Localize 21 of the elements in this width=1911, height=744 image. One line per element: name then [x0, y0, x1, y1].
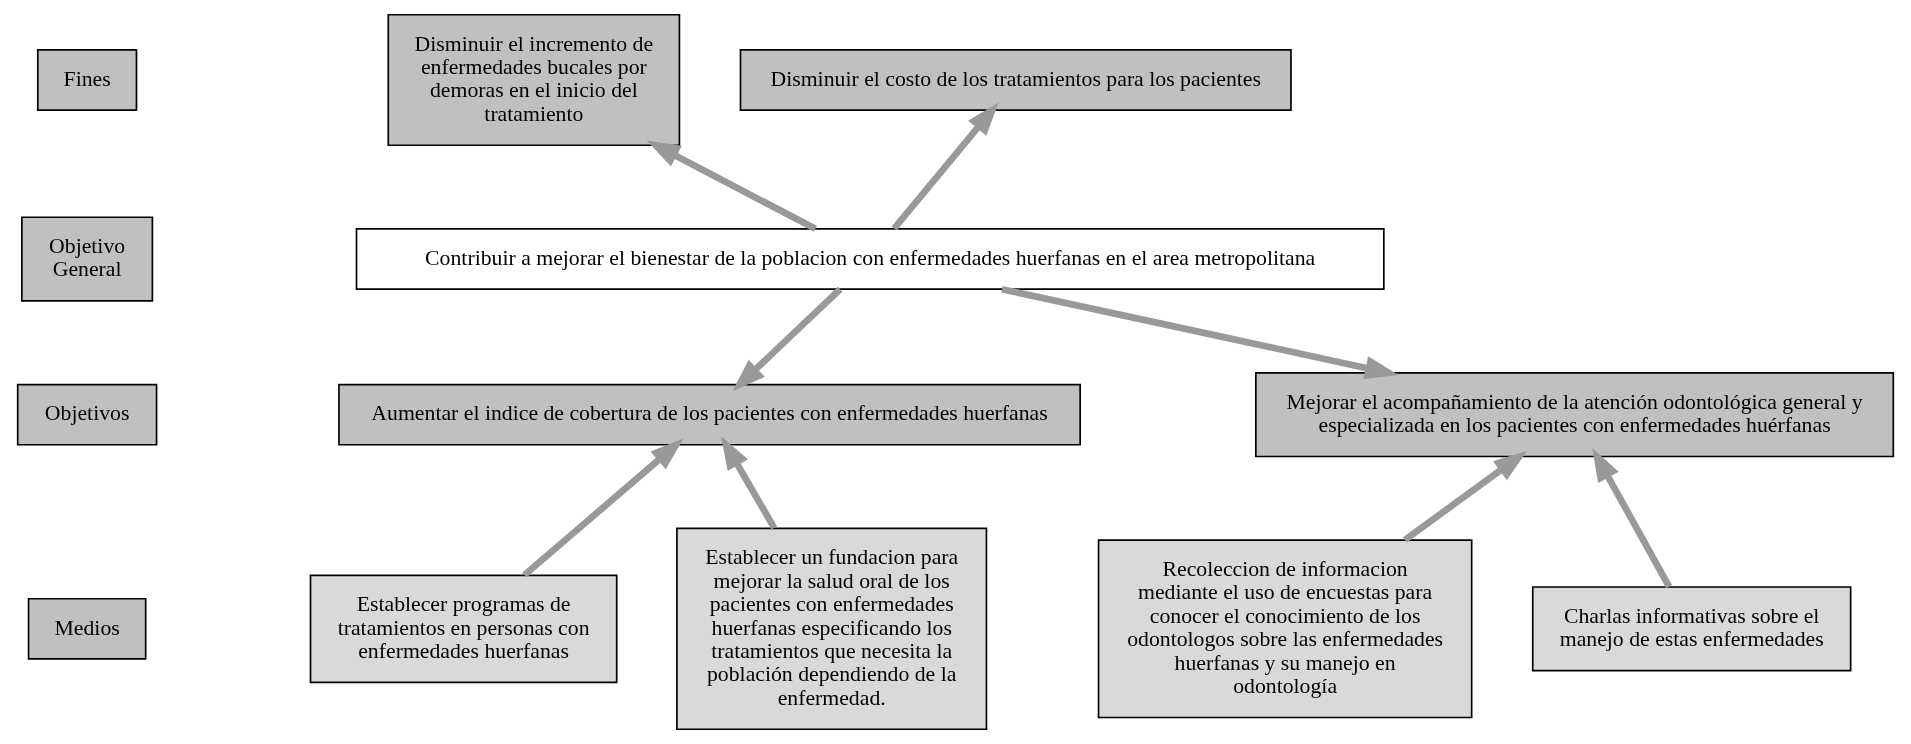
arrow	[522, 438, 684, 578]
arrow	[1402, 450, 1528, 543]
node-box: Disminuir el incremento de enfermedades bucales por demoras en el inicio del tratamiento	[387, 13, 681, 147]
node-box: Contribuir a mejorar el bienestar de la poblacion con enfermedades huerfanas en el area metropolitana	[355, 228, 1385, 290]
arrow	[1592, 448, 1673, 589]
arrow	[646, 140, 817, 232]
node-box: Fines	[36, 49, 138, 111]
node-box: Recoleccion de informacion mediante el uso de encuestas para conocer el conocimiento de los odontologos sobre las enfermedades huerfanas y su manejo en odontología	[1097, 539, 1473, 719]
arrow	[732, 286, 843, 392]
node-box: Mejorar el acompañamiento de la atención odontológica general y especializada en los pacientes con enfermedades huérfanas	[1255, 372, 1895, 458]
arrow	[891, 102, 999, 231]
node-box: Establecer programas de tratamientos en personas con enfermedades huerfanas	[309, 574, 618, 684]
node-box: Objetivo General	[21, 216, 154, 302]
arrow	[721, 436, 778, 530]
node-box: Disminuir el costo de los tratamientos para los pacientes	[739, 49, 1292, 111]
node-box: Medios	[27, 597, 147, 660]
node-box: Establecer un fundacion para mejorar la salud oral de los pacientes con enfermedades huerfanas especificando los tratamientos que necesita la población dependiendo de la enfermedad.	[676, 527, 988, 731]
arrow	[1001, 285, 1399, 380]
node-box: Objetivos	[16, 383, 158, 446]
node-box: Aumentar el indice de cobertura de los pacientes con enfermedades huerfanas	[338, 383, 1081, 446]
node-box: Charlas informativas sobre el manejo de estas enfermedades	[1531, 586, 1852, 672]
